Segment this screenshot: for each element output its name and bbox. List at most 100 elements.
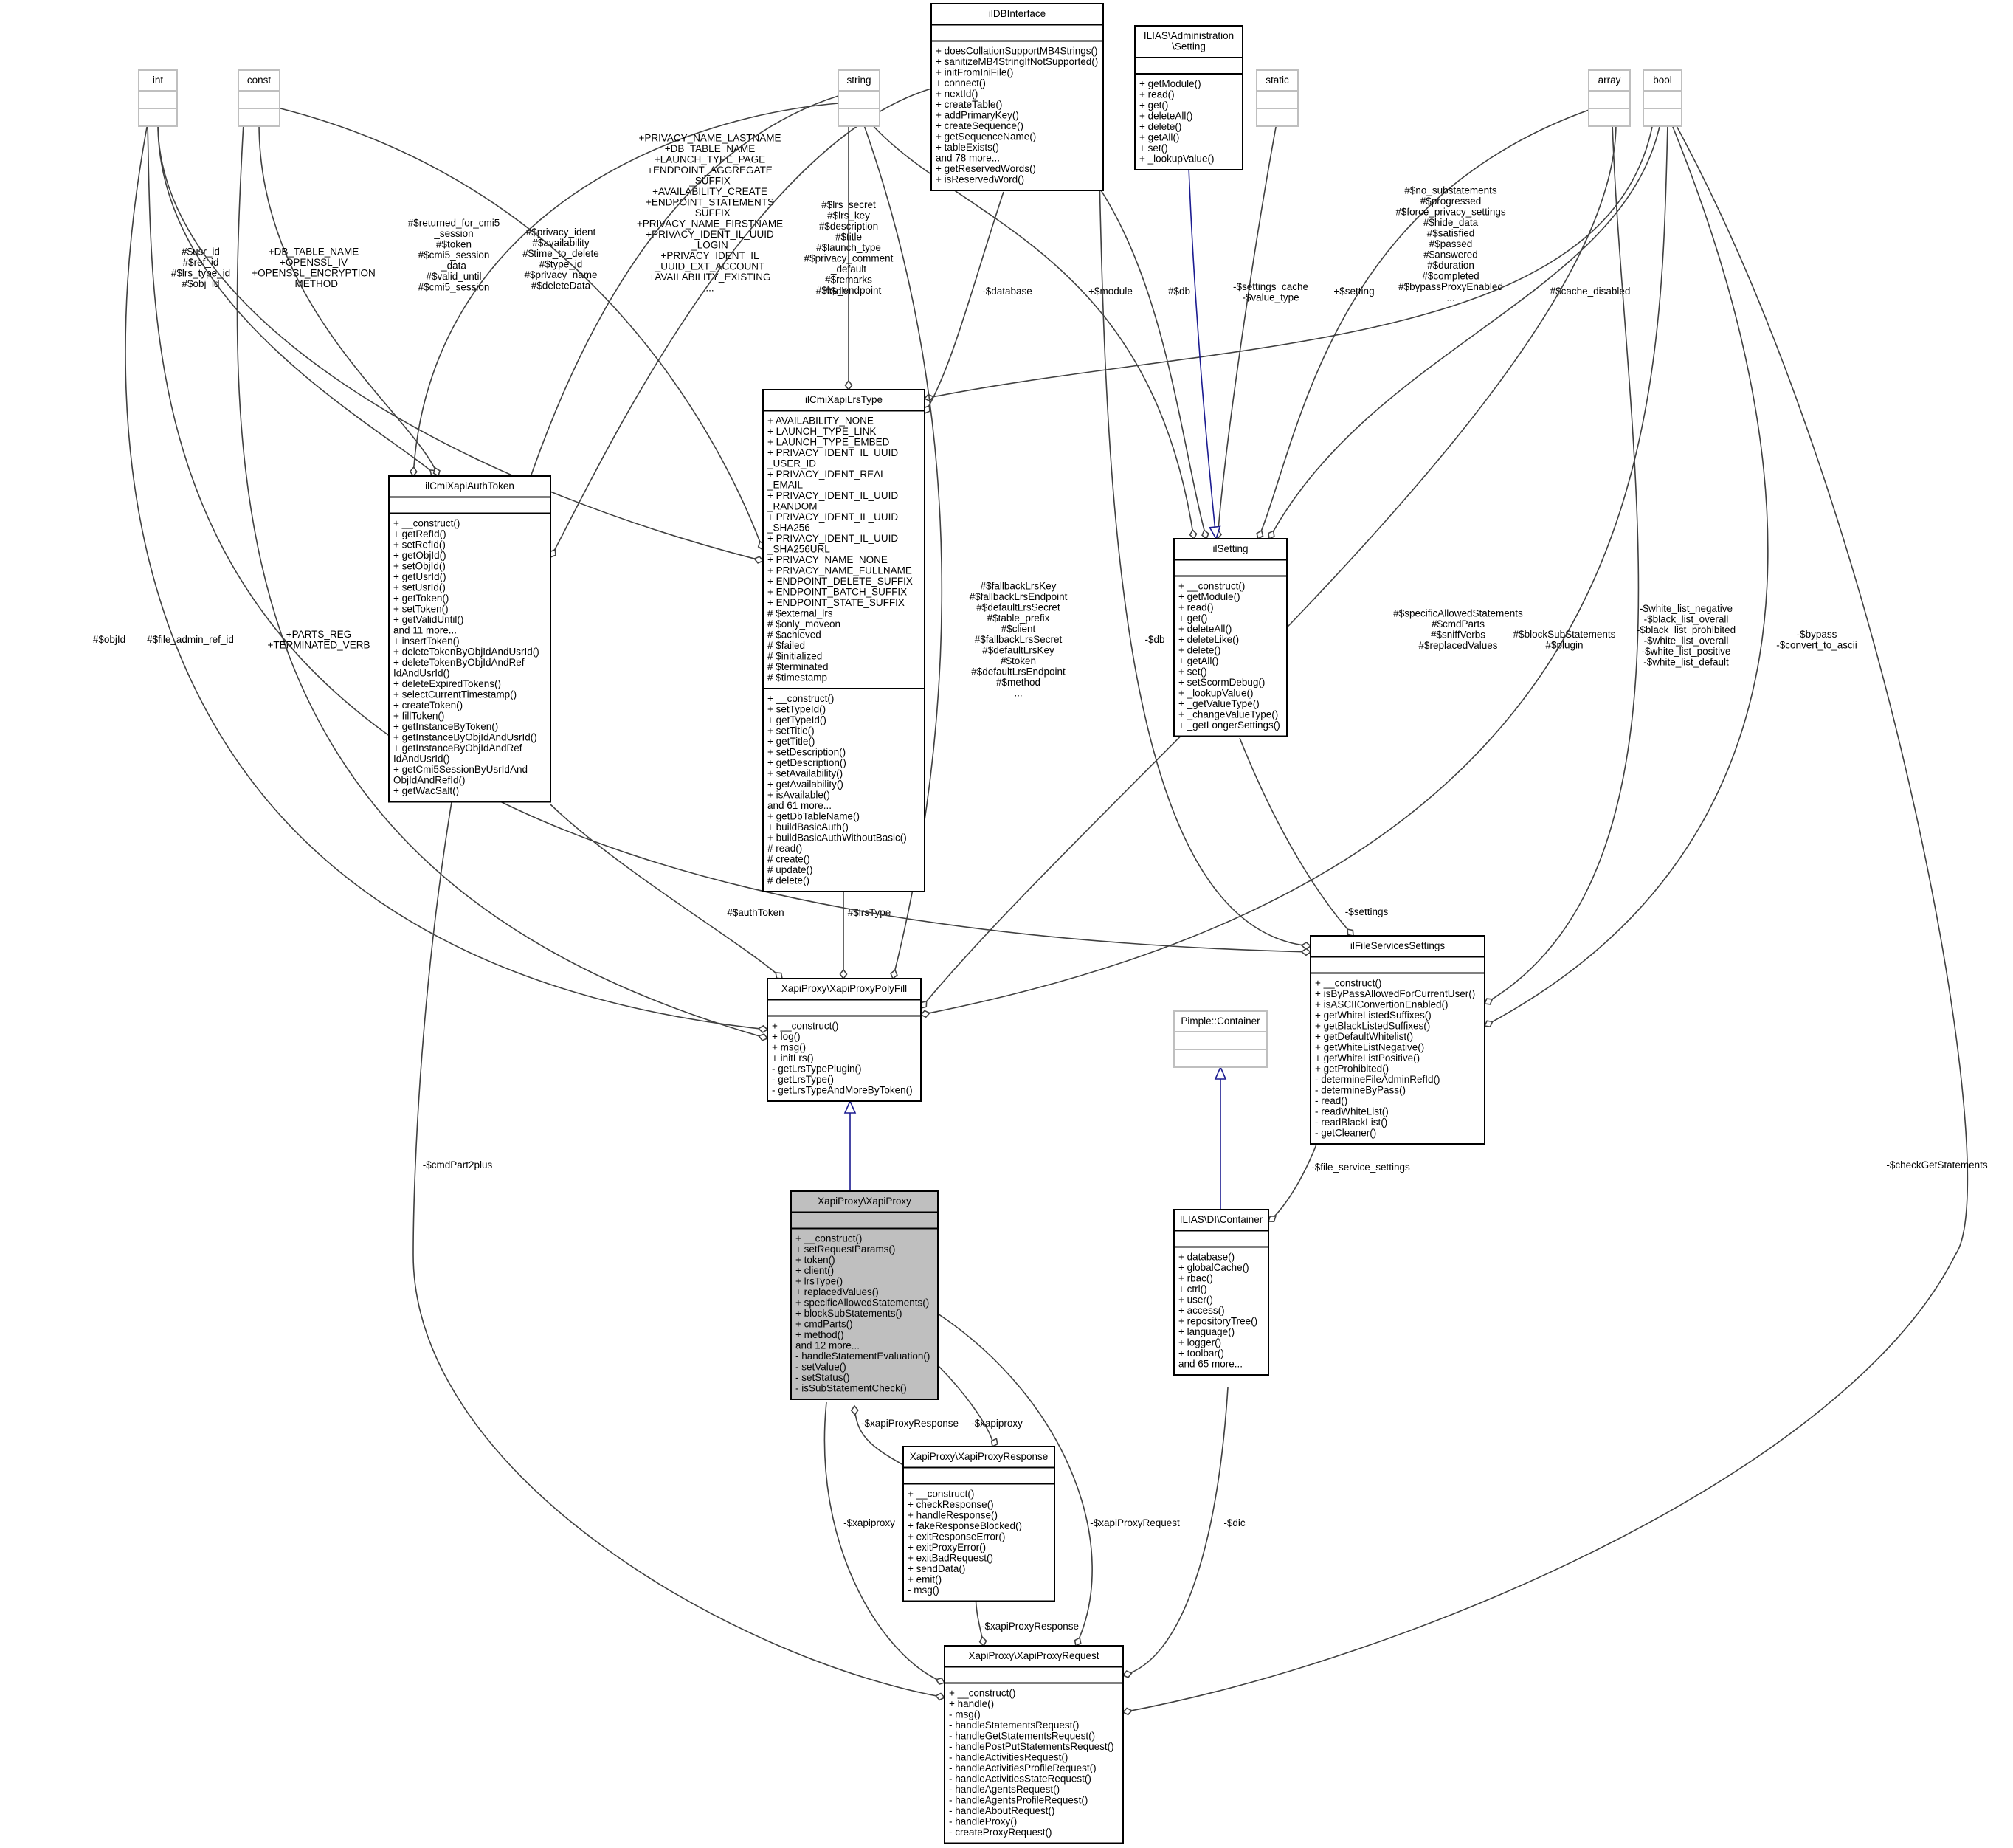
edge-label: +PRIVACY_IDENT_IL_UUID xyxy=(646,229,774,240)
class-file-settings[interactable]: ilFileServicesSettings+ __construct()+ i… xyxy=(1310,935,1485,1145)
class-ilias-setting[interactable]: ILIAS\Administration\Setting+ getModule(… xyxy=(1134,25,1243,170)
edge-e-int-file: #$file_admin_ref_id xyxy=(147,123,1312,956)
edge-e-auth-poly: #$authToken xyxy=(550,804,784,979)
class-member: + getAll() xyxy=(1178,655,1218,666)
aggregation-diamond xyxy=(839,968,848,980)
class-string[interactable]: string xyxy=(838,69,880,127)
class-member: + database() xyxy=(1178,1252,1235,1263)
class-attribute: + PRIVACY_IDENT_IL_UUID xyxy=(767,533,898,544)
class-polyfill[interactable]: XapiProxy\XapiProxyPolyFill+ __construct… xyxy=(767,978,922,1102)
association-line xyxy=(1239,737,1354,937)
class-member: - handleAgentsProfileRequest() xyxy=(949,1795,1088,1806)
edge-label: -$black_list_overall xyxy=(1644,613,1729,624)
class-member: + addPrimaryKey() xyxy=(936,110,1019,121)
class-member: + __construct() xyxy=(772,1021,838,1032)
class-member: - read() xyxy=(1315,1095,1347,1106)
class-member: + set() xyxy=(1178,666,1207,678)
edge-label: #$satisfied xyxy=(1427,228,1475,239)
edge-label: #$privacy_ident xyxy=(526,227,596,238)
class-title: array xyxy=(1598,75,1621,86)
class-title: \Setting xyxy=(1172,41,1206,52)
class-member: + repositoryTree() xyxy=(1178,1316,1257,1327)
class-title: ilDBInterface xyxy=(989,8,1046,19)
class-member: + fakeResponseBlocked() xyxy=(908,1520,1022,1531)
edge-label: -$bypass xyxy=(1797,629,1837,640)
edge-e-const-auth: +DB_TABLE_NAME+OPENSSL_IV+OPENSSL_ENCRYP… xyxy=(252,123,441,477)
class-array[interactable]: array xyxy=(1588,69,1631,127)
aggregation-diamond xyxy=(844,379,853,391)
aggregation-diamond xyxy=(1347,928,1354,937)
edge-label: #$objId xyxy=(93,634,125,645)
class-attribute: # $only_moveon xyxy=(767,618,840,630)
class-box xyxy=(902,1446,1055,1602)
class-member: - handleAgentsRequest() xyxy=(949,1784,1060,1795)
class-auth-token[interactable]: ilCmiXapiAuthToken+ __construct()+ getRe… xyxy=(388,475,551,803)
class-member: + specificAllowedStatements() xyxy=(795,1297,929,1309)
aggregation-diamond xyxy=(1189,528,1198,540)
class-member: + deleteTokenByObjIdAndUsrId() xyxy=(393,647,539,658)
aggregation-diamond xyxy=(758,1033,769,1041)
aggregation-diamond xyxy=(978,1635,987,1647)
edge-label: #$completed xyxy=(1422,271,1479,282)
edge-e-proxy-resp-a: -$xapiProxyResponse xyxy=(850,1404,959,1466)
class-box xyxy=(930,3,1104,191)
class-member: + access() xyxy=(1178,1305,1225,1316)
class-attribute: # $initialized xyxy=(767,651,822,662)
aggregation-diamond xyxy=(1256,529,1264,540)
class-box xyxy=(138,69,178,127)
class-member: + getModule() xyxy=(1178,591,1240,602)
association-line xyxy=(258,103,764,551)
edge-label: -$xapiproxy xyxy=(843,1517,895,1528)
class-member: - getCleaner() xyxy=(1315,1128,1376,1139)
class-const[interactable]: const xyxy=(238,69,280,127)
edge-label: #$fallbackLrsSecret xyxy=(975,634,1063,645)
class-bool[interactable]: bool xyxy=(1643,69,1682,127)
class-proxy-response[interactable]: XapiProxy\XapiProxyResponse+ __construct… xyxy=(902,1446,1055,1602)
inheritance-line xyxy=(1188,166,1217,539)
association-line xyxy=(1122,123,1969,1713)
class-member: + rbac() xyxy=(1178,1273,1213,1284)
class-attribute: + ENDPOINT_STATE_SUFFIX xyxy=(767,597,905,608)
class-member: + _getLongerSettings() xyxy=(1178,720,1280,731)
class-member: + __construct() xyxy=(908,1489,974,1500)
class-ildb[interactable]: ilDBInterface+ doesCollationSupportMB4St… xyxy=(930,3,1104,191)
class-member: + replacedValues() xyxy=(795,1286,879,1297)
class-di-container[interactable]: ILIAS\DI\Container+ database()+ globalCa… xyxy=(1173,1209,1269,1376)
class-member: + getInstanceByObjIdAndRef xyxy=(393,742,522,754)
class-member: + __construct() xyxy=(1315,978,1381,989)
aggregation-diamond xyxy=(1483,998,1494,1005)
edge-label: _session xyxy=(433,228,473,239)
class-int[interactable]: int xyxy=(138,69,178,127)
class-static[interactable]: static xyxy=(1256,69,1299,127)
class-member: + getAll() xyxy=(1139,132,1179,143)
edge-label: #$type_id xyxy=(539,258,583,269)
class-pimple[interactable]: Pimple::Container xyxy=(1173,1010,1268,1068)
edge-label: -$white_list_overall xyxy=(1644,635,1729,646)
class-ilsetting[interactable]: ilSetting+ __construct()+ getModule()+ r… xyxy=(1173,538,1288,737)
edge-label: #$lrs_secret xyxy=(821,199,876,210)
class-xapiproxy[interactable]: XapiProxy\XapiProxy+ __construct()+ setR… xyxy=(790,1190,939,1400)
class-member: + nextId() xyxy=(936,89,978,100)
class-member: + getBlackListedSuffixes() xyxy=(1315,1021,1430,1032)
class-lrs-type[interactable]: ilCmiXapiLrsType+ AVAILABILITY_NONE+ LAU… xyxy=(762,389,925,892)
class-attribute: + PRIVACY_NAME_NONE xyxy=(767,554,888,565)
class-member: + buildBasicAuth() xyxy=(767,821,849,832)
class-member: + get() xyxy=(1139,100,1168,111)
class-member: + createTable() xyxy=(936,99,1002,110)
class-proxy-request[interactable]: XapiProxy\XapiProxyRequest+ __construct(… xyxy=(944,1645,1124,1844)
edge-e-bool-setting: #$no_substatements#$progressed#$force_pr… xyxy=(1268,123,1661,540)
class-attribute: _SHA256URL xyxy=(767,544,830,555)
edge-e-db-file: -$db xyxy=(1099,176,1312,950)
class-member: - createProxyRequest() xyxy=(949,1827,1052,1838)
class-box xyxy=(238,69,280,127)
class-member: + setRefId() xyxy=(393,539,446,551)
class-member: + setRequestParams() xyxy=(795,1244,895,1255)
class-member: - handleProxy() xyxy=(949,1816,1017,1827)
edge-label: -$checkGetStatements xyxy=(1886,1159,1988,1170)
class-member: + blockSubStatements() xyxy=(795,1308,902,1319)
class-member: + getProhibited() xyxy=(1315,1063,1389,1075)
edge-e-array-file: -$white_list_negative-$black_list_overal… xyxy=(1483,123,1736,1005)
edge-label: +PRIVACY_NAME_FIRSTNAME xyxy=(637,218,783,230)
aggregation-diamond xyxy=(1483,1020,1494,1028)
class-member: - handleAboutRequest() xyxy=(949,1805,1054,1816)
